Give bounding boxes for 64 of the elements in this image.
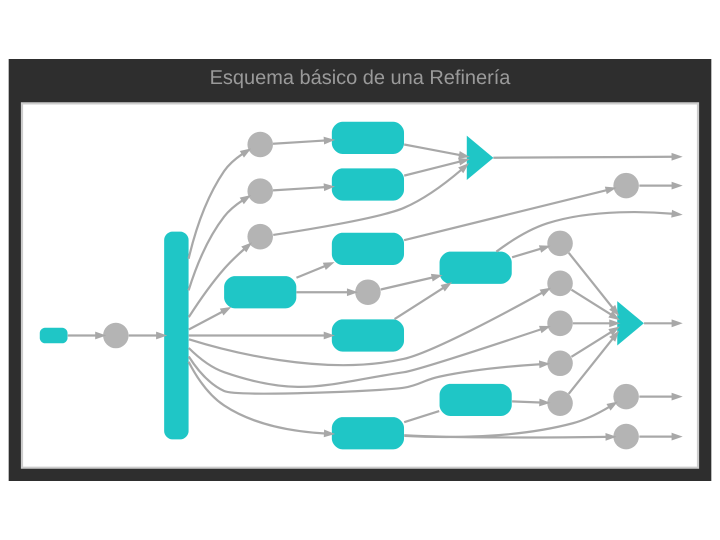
arrow — [188, 356, 550, 395]
arrow — [572, 319, 620, 328]
arrow — [296, 288, 358, 296]
arrow — [570, 326, 620, 358]
arrow — [128, 332, 168, 340]
node-box — [332, 168, 404, 201]
arrow — [188, 306, 232, 330]
arrow — [188, 242, 252, 318]
node-circle — [613, 172, 639, 198]
arrow — [188, 332, 335, 340]
arrow — [404, 143, 470, 159]
arrow — [380, 274, 443, 291]
node-box — [332, 319, 404, 352]
node-box — [440, 384, 512, 416]
node-circle — [103, 322, 129, 348]
cluster — [20, 102, 700, 469]
node-circle — [547, 230, 573, 256]
arrow — [496, 210, 683, 253]
node-circle — [247, 224, 273, 250]
node-bar — [40, 328, 68, 344]
arrow — [570, 288, 620, 320]
arrow — [272, 183, 335, 192]
arrow — [296, 262, 335, 279]
arrow — [404, 432, 617, 441]
diagram-title: Esquema básico de una Refinería — [210, 66, 510, 89]
arrow — [188, 195, 252, 291]
arrow — [68, 332, 106, 340]
node-circle — [547, 390, 573, 416]
node-circle — [247, 132, 273, 158]
node-triangle — [466, 136, 494, 180]
node-box — [440, 252, 512, 284]
node-circle — [355, 279, 381, 305]
arrow — [644, 319, 683, 328]
arrow — [404, 402, 618, 438]
arrow — [188, 288, 552, 366]
arrow — [272, 136, 335, 145]
arrow — [512, 398, 550, 406]
node-box — [332, 122, 404, 154]
arrow — [188, 361, 336, 438]
node-circle — [613, 424, 639, 450]
node-triangle — [617, 301, 644, 346]
arrow — [404, 186, 617, 242]
node-circle — [547, 350, 573, 376]
arrow — [639, 182, 683, 190]
node-circle — [547, 270, 573, 296]
node-circle — [547, 310, 573, 336]
arrow — [394, 282, 452, 320]
arrow — [493, 152, 683, 161]
node-circle — [613, 384, 639, 410]
arrow — [639, 392, 683, 400]
arrow — [188, 326, 551, 388]
node-box — [224, 276, 296, 308]
arrow — [188, 148, 252, 259]
arrow — [512, 245, 551, 258]
node-circle — [247, 178, 273, 204]
arrow — [639, 432, 683, 440]
arrow — [273, 163, 470, 236]
node-bar — [164, 232, 189, 440]
node-box — [332, 232, 404, 265]
connector — [404, 410, 440, 424]
arrow — [568, 330, 620, 394]
arrow — [404, 158, 470, 177]
arrow — [568, 252, 620, 316]
node-box — [332, 417, 404, 450]
